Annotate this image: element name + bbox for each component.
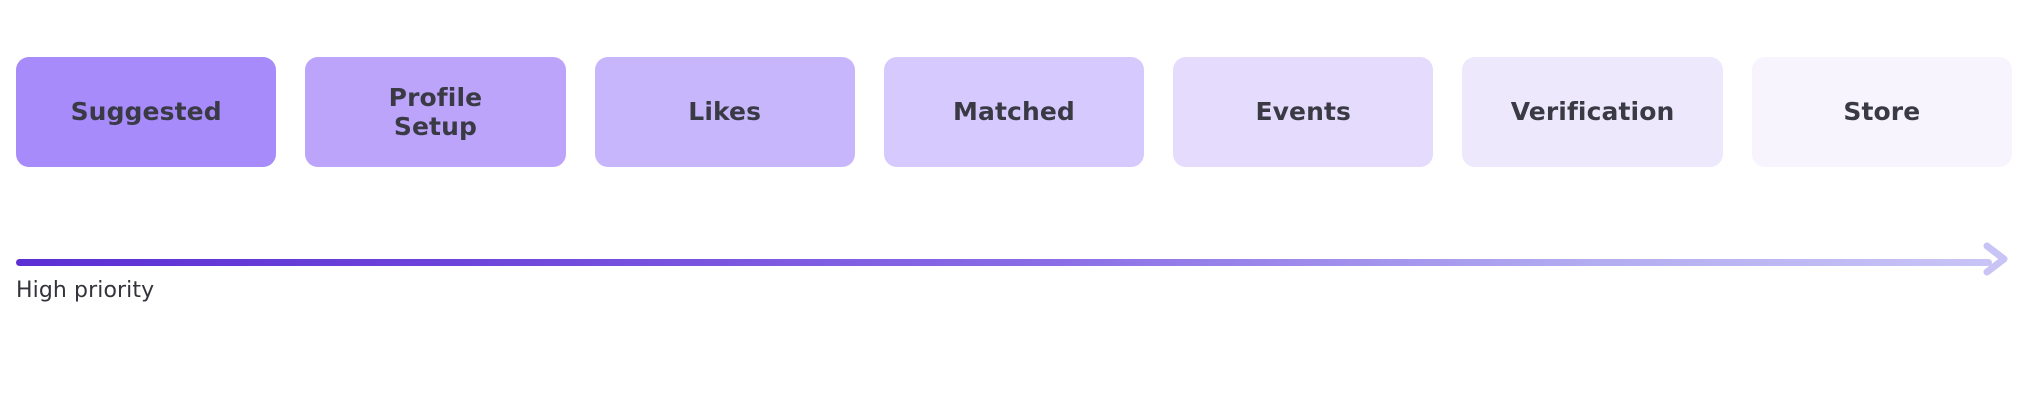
priority-card-7[interactable]: Store xyxy=(1751,57,2012,167)
priority-card-label: Suggested xyxy=(70,97,222,127)
priority-card-label: Profile Setup xyxy=(388,82,483,142)
priority-card-1[interactable]: Suggested xyxy=(16,57,277,167)
priority-card-label: Matched xyxy=(953,97,1075,127)
priority-axis-line xyxy=(16,259,1992,266)
arrow-right-icon xyxy=(1976,241,2012,277)
priority-card-label: Events xyxy=(1255,97,1352,127)
priority-card-4[interactable]: Matched xyxy=(883,57,1145,167)
priority-card-6[interactable]: Verification xyxy=(1462,57,1723,167)
priority-card-row: Suggested Profile Setup Likes Matched Ev… xyxy=(16,57,2012,167)
priority-card-2[interactable]: Profile Setup xyxy=(305,57,566,167)
priority-card-label: Store xyxy=(1843,97,1921,127)
priority-card-label: Likes xyxy=(688,97,762,127)
priority-axis xyxy=(16,242,2012,291)
priority-card-5[interactable]: Events xyxy=(1173,57,1434,167)
priority-card-3[interactable]: Likes xyxy=(594,57,855,167)
priority-card-label: Verification xyxy=(1510,97,1675,127)
axis-caption-high-priority: High priority xyxy=(16,278,155,303)
